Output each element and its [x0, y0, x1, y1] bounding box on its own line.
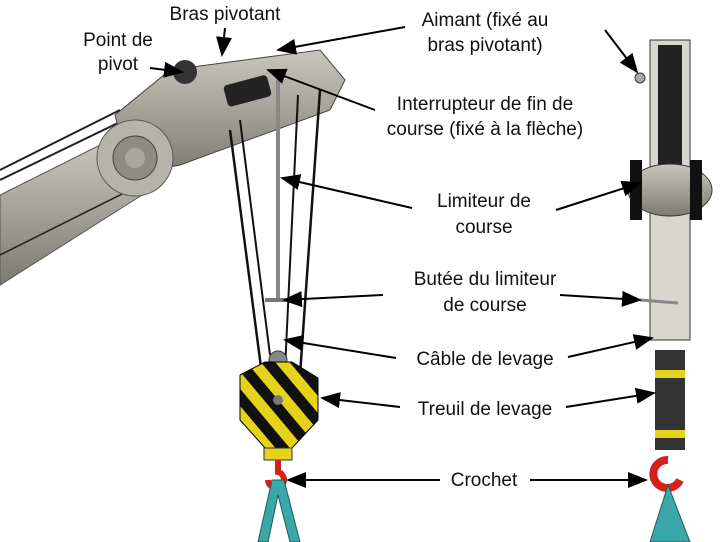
label-treuil: Treuil de levage — [418, 399, 552, 420]
label-bras-pivotant: Bras pivotant — [170, 4, 282, 25]
side-view — [627, 39, 713, 542]
hook-block — [239, 350, 319, 542]
label-cable: Câble de levage — [416, 349, 553, 370]
cables — [228, 75, 322, 376]
label-crochet: Crochet — [451, 470, 518, 491]
